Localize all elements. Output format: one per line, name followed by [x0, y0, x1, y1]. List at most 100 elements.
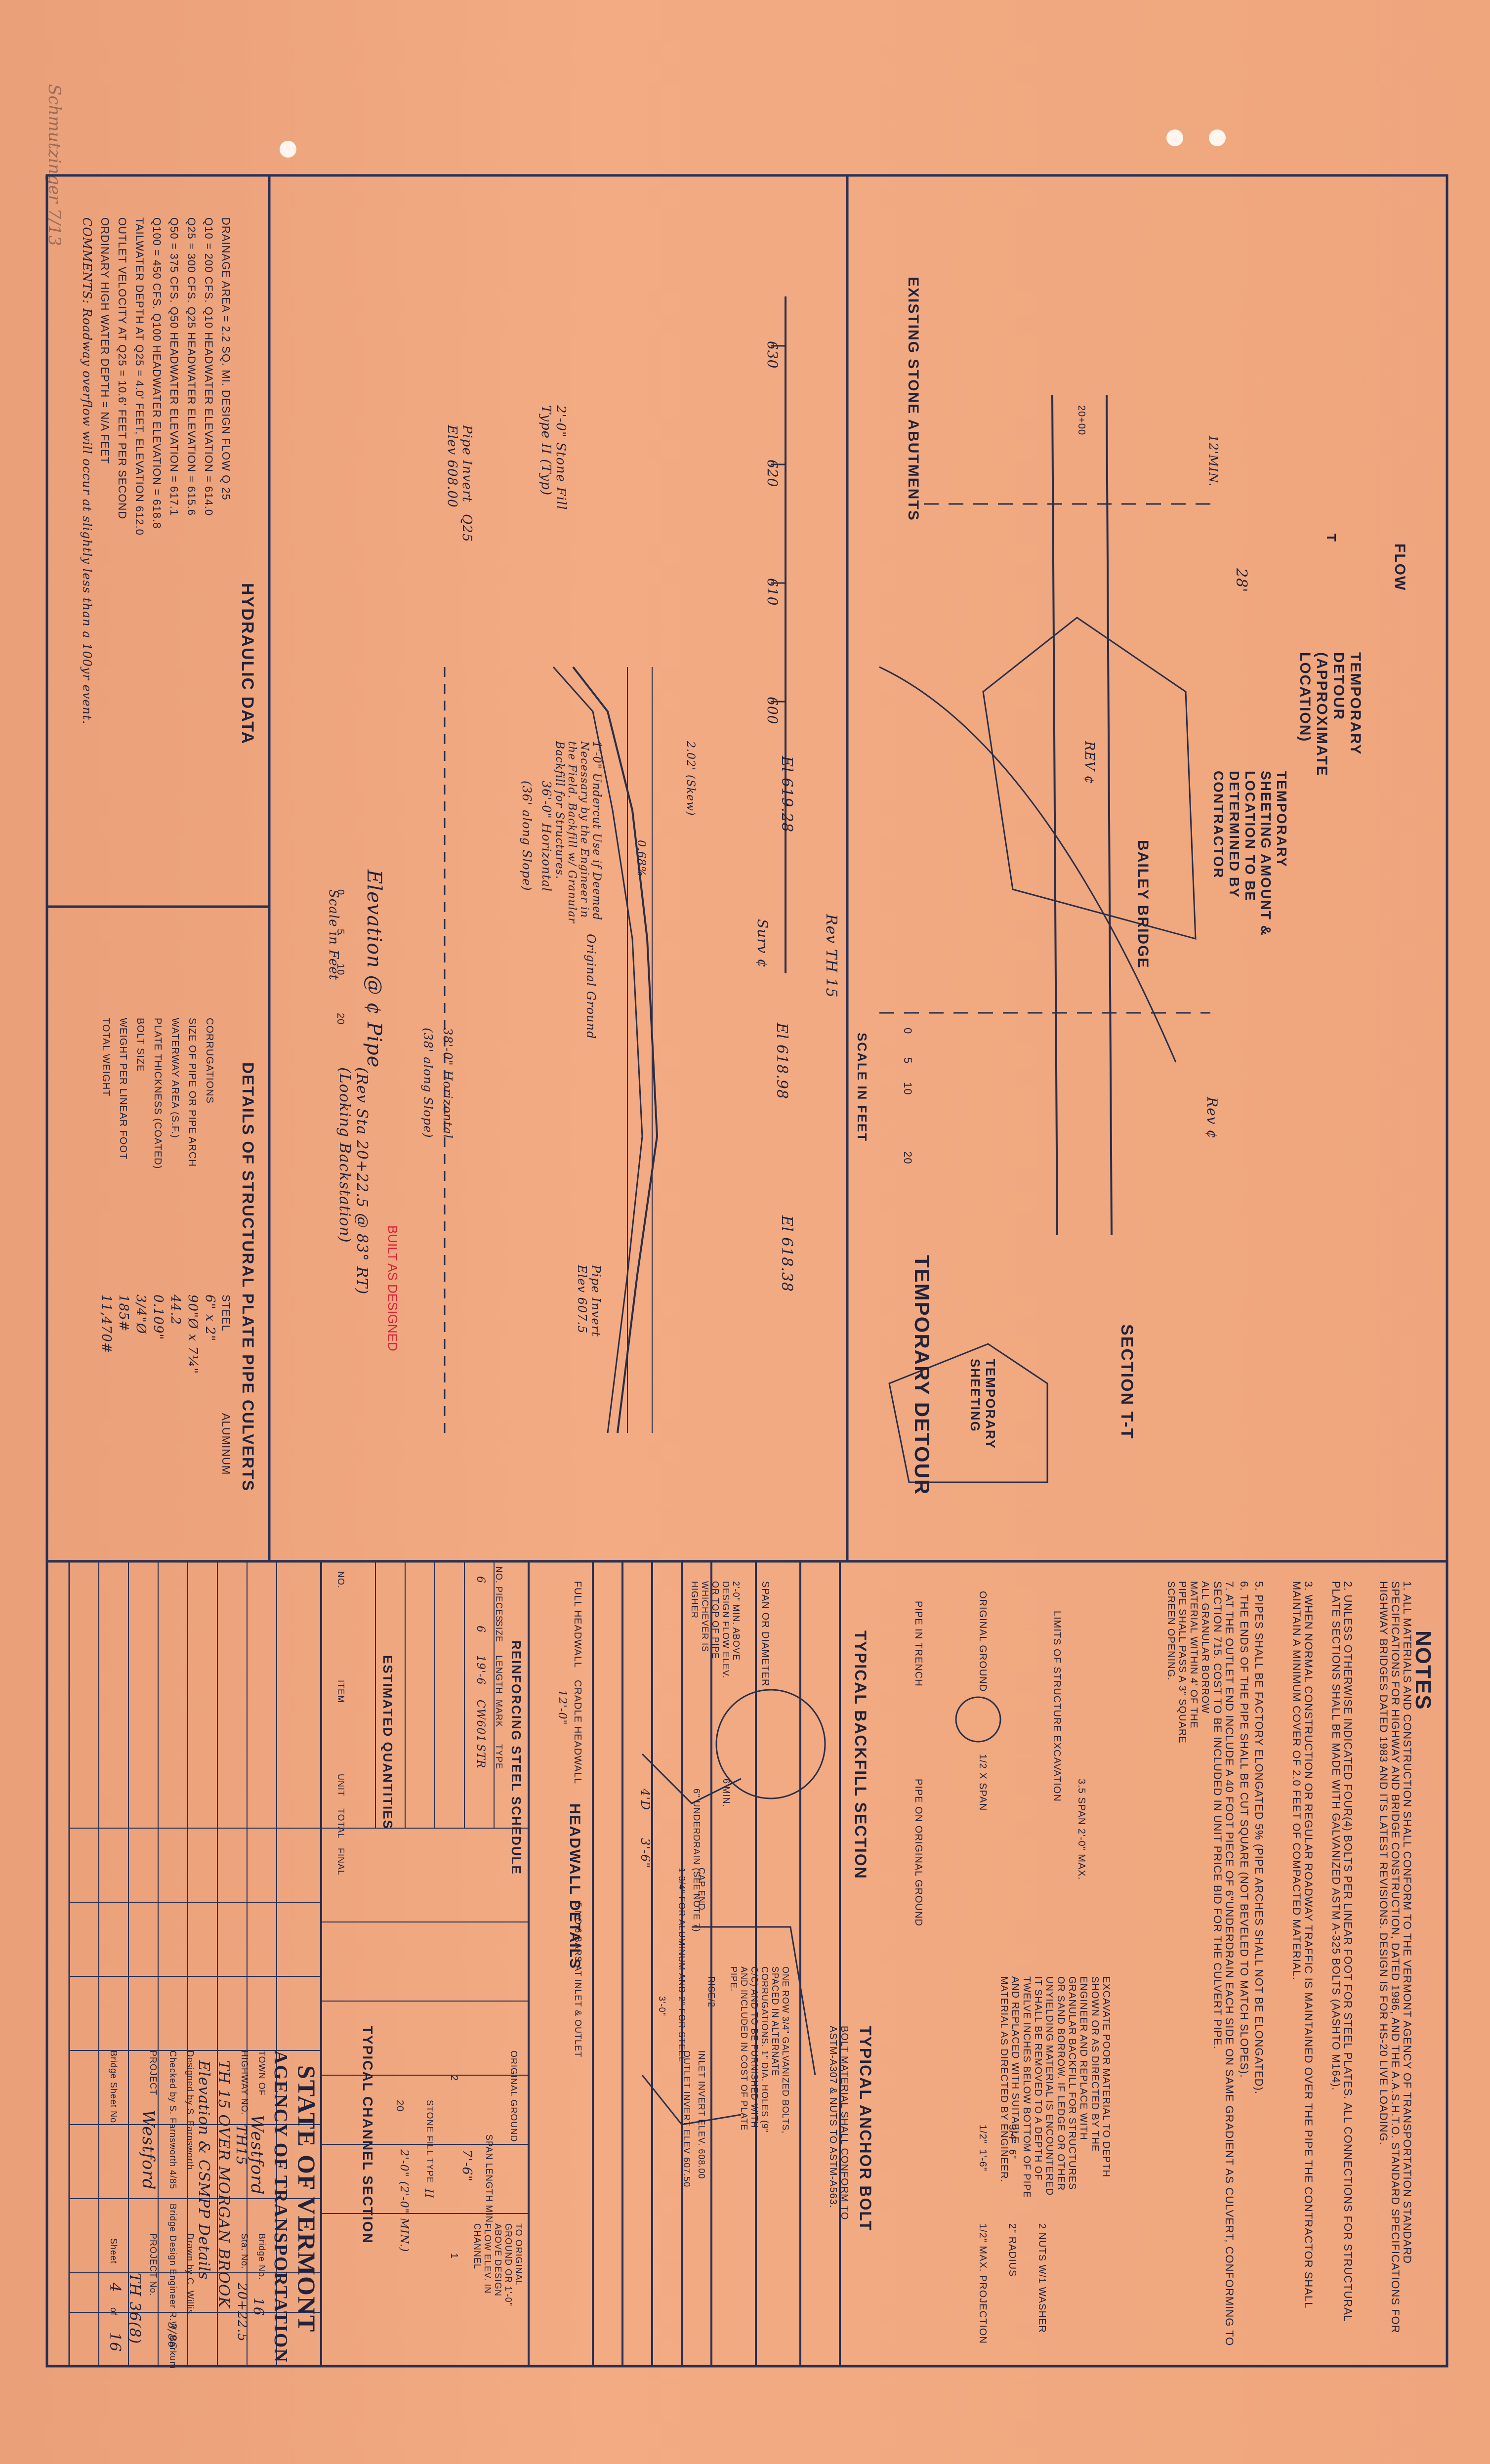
surv-label: Surv ¢ — [754, 919, 771, 968]
section-tt: SECTION T-T — [1118, 1324, 1136, 1440]
culvert-value: 6" x 2" — [203, 1295, 217, 1342]
notes-title: NOTES — [1411, 1630, 1435, 1711]
channel-title: TYPICAL CHANNEL SECTION — [360, 2026, 375, 2244]
slope-a: (36' along Slope) — [520, 781, 534, 891]
slope-label: 3'-0" — [657, 1996, 667, 2016]
quantities-header: NO. — [336, 1571, 346, 1589]
backfill-dim-a: 3.5 SPAN 2'-0" MAX. — [1076, 1779, 1087, 1880]
detour-scale-tick: 20 — [902, 1151, 914, 1165]
hydraulic-comments: COMMENTS: Roadway overflow will occur at… — [80, 217, 94, 725]
elevation-subtitle: (Rev Sta 20+22.5 @ 83° RT) (Looking Back… — [336, 1067, 371, 1295]
station-20: 20+00 — [1076, 405, 1087, 436]
project-no-value: TH 36(8) — [126, 2273, 143, 2344]
bolt-note: ONE ROW 3/4" GALVANIZED BOLTS, SPACED IN… — [729, 1966, 790, 2134]
el-2: El 618.98 — [773, 1023, 790, 1100]
rev-label: Rev TH 15 — [823, 914, 840, 998]
outlet-invert-label: Pipe Invert Elev 607.5 — [575, 1265, 603, 1337]
y-tick: 610 — [764, 578, 781, 606]
steel-header: NO. PIECES — [494, 1566, 504, 1623]
channel-orig: ORIGINAL GROUND — [509, 2050, 519, 2142]
culvert-label: WATERWAY AREA (S.F.) — [169, 1018, 180, 1138]
t-marker: T — [1324, 534, 1339, 543]
headwall-d1: 4'D — [638, 1789, 652, 1811]
channel-d20: 20 — [394, 2100, 405, 2112]
cap-end-label: CAP END — [697, 1868, 706, 1911]
steel-cell: 6 — [474, 1576, 487, 1584]
span-diameter-label: SPAN OR DIAMETER — [760, 1581, 771, 1687]
hydraulic-title: HYDRAULIC DATA — [238, 583, 257, 745]
sheet-of: of — [109, 2307, 119, 2316]
scale-tick: 0 — [335, 889, 346, 896]
steel-cell: 6 — [474, 1626, 487, 1633]
hydraulic-row: Q10 = 200 CFS. Q10 HEADWATER ELEVATION =… — [203, 217, 215, 516]
channel-slope1: 2 — [449, 2075, 459, 2082]
full-headwall-label: FULL HEADWALL — [572, 1581, 583, 1669]
section-sheeting: TEMPORARY SHEETING — [968, 1359, 998, 1449]
town-value: Westford — [247, 2115, 267, 2195]
pipe-in-trench-label: PIPE IN TRENCH — [913, 1601, 924, 1687]
y-tick: 630 — [764, 341, 781, 369]
aluminum-note: 1 3/4" FOR ALUMINUM AND 2" FOR STEEL — [677, 1868, 687, 2062]
y-tick: 620 — [764, 459, 781, 488]
culvert-label: BOLT SIZE — [135, 1018, 146, 1072]
detour-scale: SCALE IN FEET — [855, 1033, 869, 1142]
punch-hole — [1209, 129, 1226, 146]
channel-slope2: 1 — [449, 2253, 459, 2259]
project-no-label: PROJECT No. — [148, 2233, 158, 2297]
backfill-title: TYPICAL BACKFILL SECTION — [852, 1630, 869, 1879]
scale-tick: 5 — [335, 929, 346, 935]
steel-schedule-title: REINFORCING STEEL SCHEDULE — [509, 1640, 524, 1875]
q25-label: Q25 — [459, 514, 474, 543]
min-12: 12'MIN. — [1206, 435, 1220, 487]
anchor-dim: 1'-6" — [977, 2149, 988, 2172]
backfill-note: ALL GRANULAR BORROW MATERIAL WITHIN 4' O… — [1165, 1581, 1210, 1744]
culvert-value: 44.2 — [168, 1295, 183, 1325]
as-built-stamp: BUILT AS DESIGNED — [385, 1225, 400, 1351]
highway-label: HIGHWAY NO. — [240, 2050, 249, 2116]
punch-hole — [1166, 129, 1183, 146]
undercut-note: 1'-0" Undercut Use if Deemed Necessary b… — [553, 741, 603, 924]
note-5: 5. PIPES SHALL BE FACTORY ELONGATED 5% (… — [1253, 1581, 1265, 2095]
channel-span: SPAN LENGTH MIN. — [484, 2134, 494, 2226]
cradle-headwall-label: CRADLE HEADWALL — [572, 1680, 583, 1784]
title-line-2: Elevation & CSMPP Details — [195, 2060, 212, 2280]
steel-header: SIZE — [494, 1621, 504, 1643]
sheeting-note: TEMPORARY SHEETING AMOUNT & LOCATION TO … — [1211, 771, 1289, 936]
bridge-label: Bridge No. — [257, 2233, 267, 2281]
anchor-dim: 1/2" MAX. PROJECTION — [977, 2223, 988, 2344]
skew-label: 2.02' (Skew) — [684, 741, 697, 816]
culvert-label: CORRUGATIONS — [204, 1018, 215, 1104]
flow-label: FLOW — [1392, 543, 1408, 591]
hydraulic-row: Q25 = 300 CFS. Q25 HEADWATER ELEVATION =… — [185, 217, 198, 516]
slope-pct: 0.68% — [635, 840, 647, 877]
hydraulic-row: DRAINAGE AREA = 2.2 SQ. MI. DESIGN FLOW … — [220, 217, 232, 501]
channel-to-orig: TO ORIGINAL GROUND OR 1'-0" ABOVE DESIGN… — [472, 2223, 524, 2306]
culvert-steel-header: STEEL — [220, 1295, 232, 1332]
detour-scale-tick: 0 — [902, 1028, 914, 1035]
steel-cell: CW601 — [474, 1700, 487, 1743]
channel-dim: 2'-0" (2'-0" MIN.) — [398, 2149, 410, 2253]
agency-title: AGENCY OF TRANSPORTATION — [270, 2050, 291, 2363]
channel-span-val: 7'-6" — [459, 2149, 474, 2182]
detour-title: TEMPORARY DETOUR — [911, 1255, 934, 1496]
note-1: 1. ALL MATERIALS AND CONSTRUCTION SHALL … — [1377, 1581, 1413, 2334]
channel-stone-val: II — [422, 2189, 435, 2199]
culvert-label: SIZE OF PIPE OR PIPE ARCH — [187, 1018, 198, 1167]
quantities-header: ITEM — [336, 1680, 346, 1703]
culvert-value: 3/4"Ø — [133, 1295, 148, 1335]
punch-hole — [280, 141, 296, 158]
culvert-label: TOTAL WEIGHT — [100, 1018, 111, 1097]
culvert-aluminum-header: ALUMINUM — [220, 1413, 232, 1475]
culvert-value: 0.109" — [151, 1295, 166, 1340]
el-3: El 618.38 — [778, 1215, 795, 1293]
headwall-d2: 3'-6" — [638, 1838, 652, 1869]
project-value: Westford — [138, 2110, 158, 2190]
detour-scale-tick: 10 — [902, 1082, 914, 1095]
stone-abutments: EXISTING STONE ABUTMENTS — [905, 277, 921, 521]
original-ground-label: ORIGINAL GROUND — [977, 1591, 988, 1692]
slope-b: (38' along Slope) — [421, 1028, 435, 1138]
checked-by: Checked by S. Farnsworth 4/85 — [168, 2050, 178, 2190]
horiz-b: 38'-0" Horizontal — [441, 1028, 455, 1139]
